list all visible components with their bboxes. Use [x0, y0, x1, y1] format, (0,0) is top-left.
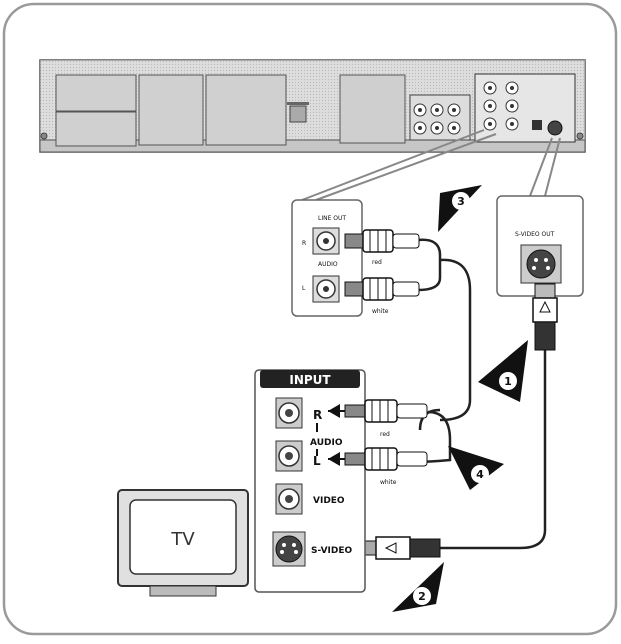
- s-video-out-label: S-VIDEO OUT: [515, 231, 555, 238]
- tv-input-panel: INPUT R AUDIO L VIDEO S-VIDEO: [254, 369, 366, 593]
- step-4-marker: 4: [448, 446, 504, 490]
- svg-text:1: 1: [504, 375, 512, 388]
- callout-line-audio-2: [315, 133, 497, 201]
- line-out-label: LINE OUT: [318, 215, 346, 222]
- top-white-label: white: [372, 308, 389, 315]
- audio-cable-link: [439, 258, 472, 422]
- svg-text:2: 2: [418, 590, 426, 603]
- step-3-marker: 3: [438, 185, 482, 232]
- tv-input-s-video-jack: [275, 535, 303, 563]
- s-video-out-jack: [526, 249, 556, 279]
- tv-set: TV: [117, 489, 249, 597]
- step-2-marker: 2: [392, 562, 444, 612]
- top-red-plug: [344, 229, 420, 253]
- s-video-cable: [440, 350, 547, 550]
- line-out-audio-label: AUDIO: [318, 261, 338, 268]
- tv-input-video-label: VIDEO: [313, 496, 345, 506]
- tv-input-r-label: R: [313, 408, 322, 422]
- line-out-r-label: R: [302, 240, 306, 247]
- line-out-zoom-box: LINE OUT R AUDIO L: [291, 199, 363, 317]
- svg-text:3: 3: [457, 195, 465, 208]
- input-header: INPUT: [289, 373, 331, 387]
- outer-frame: [2, 2, 618, 636]
- tv-input-audio-label: AUDIO: [310, 438, 343, 448]
- line-out-l-label: L: [302, 285, 306, 292]
- s-video-top-plug: [532, 283, 558, 351]
- bottom-red-label: red: [380, 431, 390, 438]
- bottom-white-plug: [328, 447, 428, 471]
- bottom-white-label: white: [380, 479, 397, 486]
- s-video-out-zoom-box: S-VIDEO OUT: [496, 195, 584, 297]
- callout-line-audio: [301, 129, 485, 201]
- device-back-panel: [39, 59, 586, 153]
- svg-text:4: 4: [476, 468, 484, 481]
- callout-line-svideo-2: [544, 137, 561, 197]
- bottom-red-plug: [328, 399, 428, 423]
- tv-input-s-video-label: S-VIDEO: [311, 546, 352, 556]
- tv-input-l-label: L: [313, 454, 321, 468]
- top-white-plug: [344, 277, 420, 301]
- top-red-label: red: [372, 259, 382, 266]
- step-1-marker: 1: [478, 340, 528, 402]
- tv-label: TV: [170, 529, 195, 550]
- callout-line-svideo: [529, 137, 553, 197]
- top-audio-cable-loop: [417, 238, 442, 292]
